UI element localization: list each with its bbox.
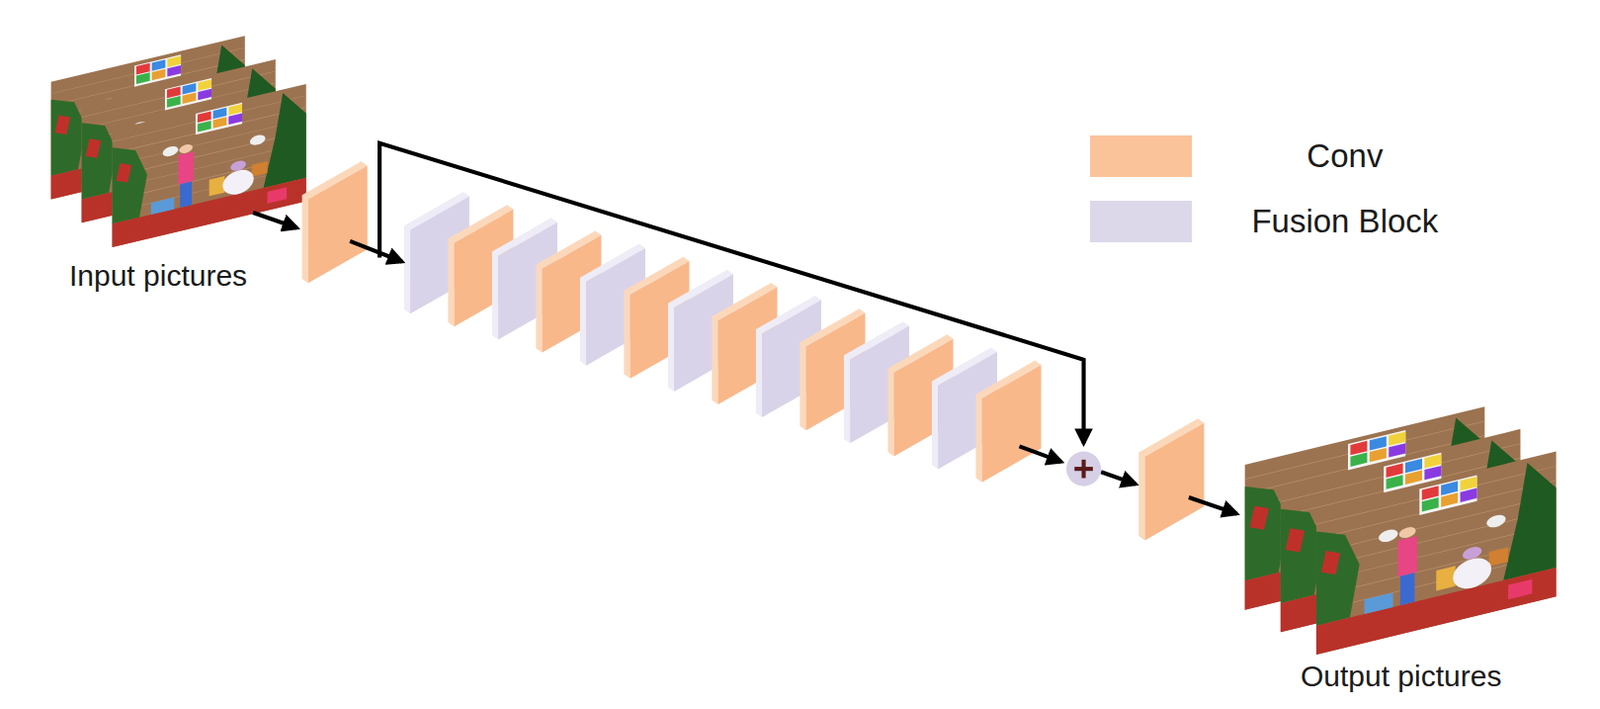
picture-caption: Output pictures (1300, 659, 1502, 693)
input-picture-stack (51, 35, 307, 248)
legend-swatch (1090, 200, 1192, 242)
flow-arrow (1018, 445, 1061, 461)
layer-blocks (302, 161, 1205, 540)
conv-block (302, 161, 368, 283)
conv-block (1138, 418, 1204, 540)
caption-text: Output pictures (1300, 659, 1502, 693)
picture-caption: Input pictures (69, 258, 248, 293)
legend-label: Fusion Block (1251, 202, 1438, 241)
legend-swatch (1090, 135, 1192, 176)
flow-arrow (1100, 471, 1136, 484)
output-picture-stack (1245, 406, 1557, 655)
flow-arrow (349, 241, 403, 262)
skip-connection (379, 143, 1084, 444)
sum-symbol (1066, 451, 1101, 487)
flow-arrows (252, 143, 1237, 514)
flow-arrow (1188, 497, 1238, 514)
conv-block (975, 360, 1041, 483)
flow-arrow (252, 212, 297, 228)
legend-label: Conv (1306, 137, 1383, 175)
caption-text: Input pictures (69, 258, 248, 293)
